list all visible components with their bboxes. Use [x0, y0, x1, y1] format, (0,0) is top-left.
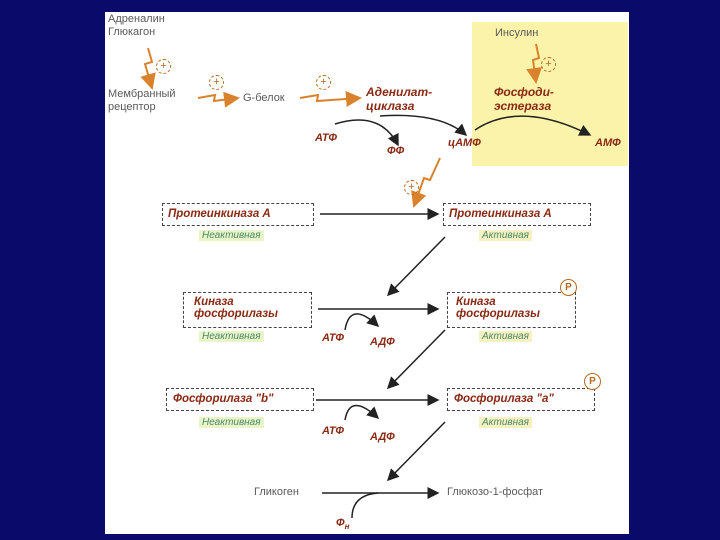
plus-hormone-icon: +: [156, 59, 171, 74]
phk-inactive-line2: фосфорилазы: [194, 308, 278, 320]
phosphodiesterase-line2: эстераза: [494, 99, 552, 113]
inorganic-phosphate-label: Фн: [336, 517, 350, 532]
plus-receptor-icon: +: [209, 75, 224, 90]
phosphate-badge-phk: P: [560, 279, 577, 296]
adp-label-phk: АДФ: [370, 336, 395, 348]
phk-active-state: Активная: [479, 331, 533, 342]
adenylate-cyclase-line1: Аденилат-: [366, 85, 433, 99]
receptor-line1: Мембранный: [108, 88, 176, 100]
pka-active-box: Протеинкиназа А: [443, 203, 591, 226]
cascade-phk-ph: [386, 329, 446, 390]
phosphate-badge-ph: P: [584, 373, 601, 390]
hormone-adrenaline: Адреналин: [108, 13, 165, 25]
adp-label-ph: АДФ: [370, 431, 395, 443]
glucose1p-label: Глюкозо-1-фосфат: [447, 486, 544, 498]
activation-camp-pka: [411, 157, 441, 208]
curve-camp-amp: [474, 115, 592, 136]
glycogen-label: Гликоген: [254, 486, 299, 498]
pka-active-state: Активная: [479, 230, 533, 241]
activation-hormone-receptor: [140, 47, 156, 90]
curve-atp-adp-2: [344, 404, 380, 421]
phosphodiesterase-line1: Фосфоди-: [494, 85, 554, 99]
activation-gprotein-cyclase: [299, 90, 362, 107]
pka-inactive-box: Протеинкиназа А: [162, 203, 314, 226]
plus-camp-icon: +: [404, 180, 419, 195]
curve-atp-ff: [334, 119, 399, 147]
phi-sub: н: [344, 522, 350, 532]
phk-inactive-box: Киназа фосфорилазы: [183, 292, 312, 328]
ph-b-box: Фосфорилаза "b": [166, 388, 314, 411]
plus-gprotein-icon: +: [316, 75, 331, 90]
curve-atp-adp-1: [344, 313, 380, 331]
activation-insulin-pde: [526, 43, 543, 84]
curve-cyclase-camp: [379, 114, 468, 136]
atp-label-phk: АТФ: [322, 332, 344, 344]
diagram-panel: [105, 12, 629, 534]
atp-label-top: АТФ: [315, 132, 337, 144]
phk-active-line2: фосфорилазы: [456, 308, 540, 320]
adenylate-cyclase-line2: циклаза: [366, 99, 415, 113]
plus-insulin-icon: +: [541, 57, 556, 72]
phi-main: Ф: [336, 517, 345, 529]
camp-label: цАМФ: [448, 137, 481, 149]
amp-label: АМФ: [595, 137, 621, 149]
cascade-ph-glycogen: [386, 421, 446, 482]
phk-inactive-state: Неактивная: [199, 331, 264, 342]
hormone-glucagon: Глюкагон: [108, 26, 156, 38]
insulin-label: Инсулин: [495, 27, 539, 39]
ph-b-state: Неактивная: [199, 417, 264, 428]
cascade-pka-phk: [386, 236, 446, 297]
ph-a-box: Фосфорилаза "а": [447, 388, 595, 411]
atp-label-ph: АТФ: [322, 425, 344, 437]
receptor-line2: рецептор: [108, 101, 156, 113]
pka-inactive-state: Неактивная: [199, 230, 264, 241]
insulin-highlight-zone: [472, 22, 628, 166]
activation-receptor-gprotein: [197, 91, 240, 108]
phk-active-line1: Киназа: [456, 296, 496, 308]
curve-pi: [351, 492, 379, 519]
ff-label: ФФ: [387, 145, 405, 157]
phk-inactive-line1: Киназа: [194, 296, 234, 308]
g-protein-label: G-белок: [243, 92, 285, 104]
ph-a-state: Активная: [479, 417, 533, 428]
phk-active-box: Киназа фосфорилазы: [447, 292, 576, 328]
